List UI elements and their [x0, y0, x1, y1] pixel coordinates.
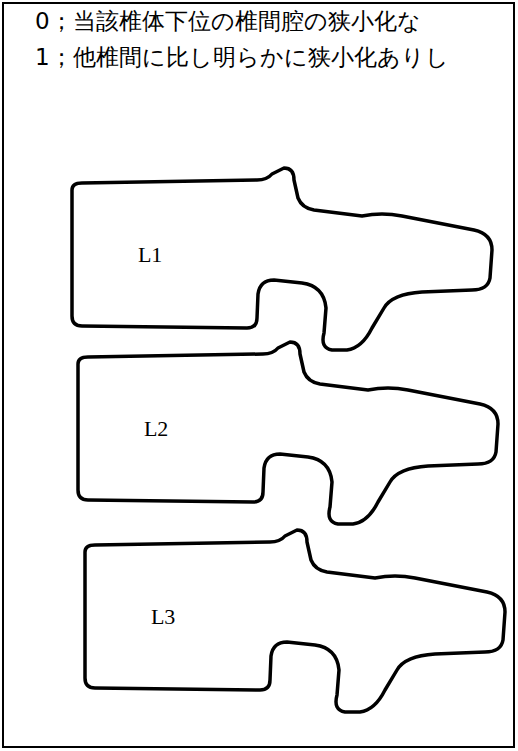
vertebra: L1 — [62, 168, 497, 354]
legend-note: 0；当該椎体下位の椎間腔の狭小化な — [35, 8, 421, 36]
vertebra-shape — [78, 342, 498, 524]
vertebra-label: L1 — [138, 242, 162, 268]
vertebra-outline — [62, 168, 497, 354]
vertebra-label: L2 — [144, 416, 168, 442]
vertebra-shape — [85, 530, 505, 712]
frame-rect — [3, 3, 514, 747]
vertebra-outline — [68, 342, 503, 528]
vertebra-shape — [72, 168, 492, 350]
vertebra: L2 — [68, 342, 503, 528]
vertebra: L3 — [75, 530, 510, 716]
vertebra-outline — [75, 530, 510, 716]
legend-note: 1；他椎間に比し明らかに狭小化ありし — [35, 44, 449, 72]
vertebra-label: L3 — [151, 604, 175, 630]
